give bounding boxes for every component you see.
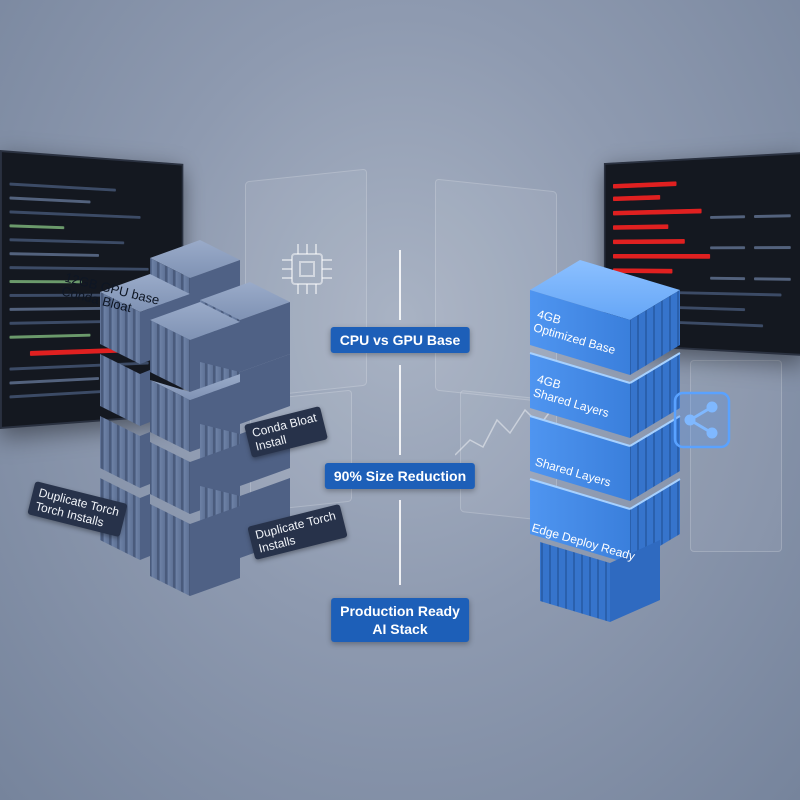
- left-cube: [150, 504, 240, 596]
- center-divider: [399, 250, 401, 320]
- label-cpu-vs-gpu: CPU vs GPU Base: [331, 327, 470, 353]
- label-production-ready-line1: Production Ready: [340, 602, 460, 620]
- left-cube: [100, 416, 150, 488]
- left-cube: [100, 354, 150, 426]
- background-panel: [690, 360, 782, 552]
- share-network-icon: [672, 390, 732, 450]
- label-production-ready-line2: AI Stack: [340, 620, 460, 638]
- center-divider: [399, 500, 401, 585]
- label-size-reduction: 90% Size Reduction: [325, 463, 475, 489]
- center-divider: [399, 365, 401, 455]
- label-production-ready: Production Ready AI Stack: [331, 598, 469, 642]
